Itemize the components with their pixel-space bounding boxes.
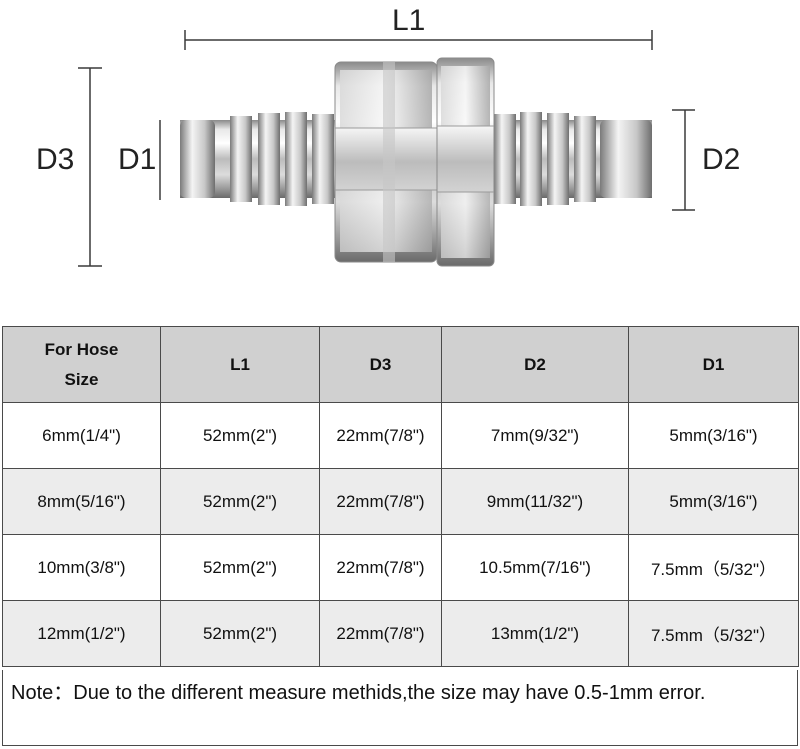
header-d1: D1 — [628, 326, 799, 403]
l1-dimension-line — [184, 30, 653, 50]
table-header-row: For Hose Size L1 D3 D2 D1 — [2, 326, 799, 403]
cell-d3: 22mm(7/8") — [319, 402, 442, 469]
header-d2: D2 — [441, 326, 629, 403]
right-hose-barb — [492, 112, 652, 206]
cell-d2: 13mm(1/2") — [441, 600, 629, 667]
cell-l1: 52mm(2") — [160, 534, 320, 601]
table-row: 8mm(5/16") 52mm(2") 22mm(7/8") 9mm(11/32… — [2, 468, 799, 535]
d3-dimension-line — [78, 67, 102, 267]
cell-hose-size: 8mm(5/16") — [2, 468, 161, 535]
table-row: 12mm(1/2") 52mm(2") 22mm(7/8") 13mm(1/2"… — [2, 600, 799, 667]
measurement-note: Note：Due to the different measure methid… — [2, 670, 798, 746]
hex-body-right — [436, 57, 495, 267]
cell-d1: 7.5mm（5/32"） — [628, 534, 799, 601]
header-d3: D3 — [319, 326, 442, 403]
header-l1: L1 — [160, 326, 320, 403]
cell-l1: 52mm(2") — [160, 600, 320, 667]
cell-l1: 52mm(2") — [160, 468, 320, 535]
table-row: 6mm(1/4") 52mm(2") 22mm(7/8") 7mm(9/32")… — [2, 402, 799, 469]
cell-d3: 22mm(7/8") — [319, 534, 442, 601]
cell-d3: 22mm(7/8") — [319, 468, 442, 535]
size-spec-table: For Hose Size L1 D3 D2 D1 6mm(1/4") 52mm… — [2, 326, 799, 667]
cell-l1: 52mm(2") — [160, 402, 320, 469]
cell-d2: 9mm(11/32") — [441, 468, 629, 535]
hex-body-left — [334, 61, 438, 263]
product-diagram: L1 D3 D1 D2 — [0, 0, 800, 310]
d1-label: D1 — [118, 143, 157, 176]
cell-d1: 5mm(3/16") — [628, 468, 799, 535]
table-row: 10mm(3/8") 52mm(2") 22mm(7/8") 10.5mm(7/… — [2, 534, 799, 601]
cell-d2: 10.5mm(7/16") — [441, 534, 629, 601]
cell-d1: 5mm(3/16") — [628, 402, 799, 469]
cell-hose-size: 10mm(3/8") — [2, 534, 161, 601]
cell-d3: 22mm(7/8") — [319, 600, 442, 667]
header-hose-size: For Hose Size — [2, 326, 161, 403]
d3-label: D3 — [36, 143, 75, 176]
cell-d2: 7mm(9/32") — [441, 402, 629, 469]
d2-label: D2 — [702, 143, 741, 176]
cell-hose-size: 6mm(1/4") — [2, 402, 161, 469]
header-hose-size-text: For Hose Size — [44, 339, 119, 389]
fuel-check-valve-image — [78, 30, 695, 267]
left-hose-barb — [180, 112, 335, 206]
cell-d1: 7.5mm（5/32"） — [628, 600, 799, 667]
cell-hose-size: 12mm(1/2") — [2, 600, 161, 667]
l1-label: L1 — [392, 4, 426, 37]
d2-dimension-line — [672, 109, 695, 211]
